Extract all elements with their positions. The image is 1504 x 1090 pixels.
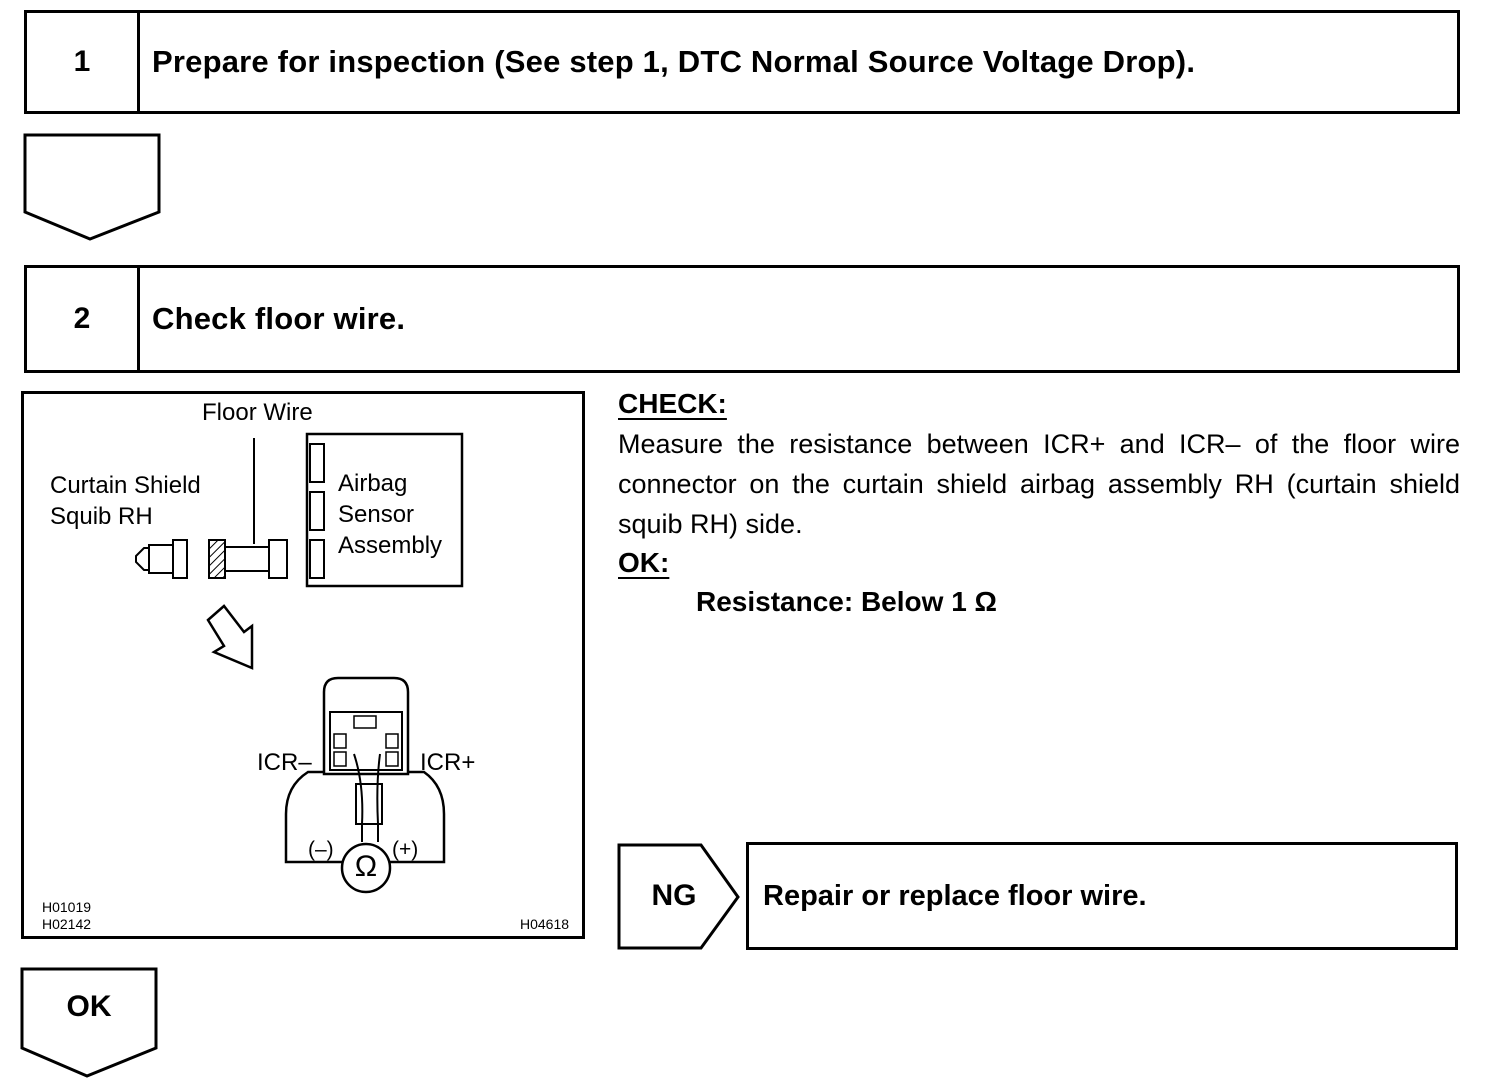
- airbag-sensor-label-line2: Sensor: [338, 501, 415, 528]
- ng-label: NG: [651, 879, 697, 912]
- step-1-box: 1 Prepare for inspection (See step 1, DT…: [24, 10, 1460, 114]
- figure-code-3: H04618: [520, 916, 570, 932]
- figure-code-2: H02142: [42, 916, 92, 932]
- ng-action-text: Repair or replace floor wire.: [763, 879, 1147, 912]
- airbag-sensor-label-line3: Assembly: [338, 532, 443, 559]
- ohmmeter-icon: Ω: [354, 850, 378, 883]
- wiring-diagram: [135, 432, 464, 894]
- ng-arrow: [617, 843, 740, 950]
- flow-down-arrow: [23, 133, 161, 241]
- probe-minus-label: (–): [308, 838, 334, 861]
- icr-plus-label: ICR+: [420, 749, 476, 776]
- curtain-shield-label-line2: Squib RH: [50, 503, 153, 530]
- curtain-shield-label-line1: Curtain Shield: [50, 472, 201, 499]
- check-heading: CHECK:: [618, 388, 727, 419]
- curtain-shield-label: Curtain Shield Squib RH: [50, 470, 201, 532]
- check-instruction: Measure the resistance between ICR+ and …: [618, 429, 1460, 539]
- step-1-number: 1: [27, 13, 140, 111]
- ok-specification: Resistance: Below 1 Ω: [696, 586, 997, 617]
- icr-minus-label: ICR–: [257, 749, 312, 776]
- check-section: CHECK: Measure the resistance between IC…: [618, 384, 1460, 622]
- ng-action-box: Repair or replace floor wire.: [746, 842, 1458, 950]
- step-1-title: Prepare for inspection (See step 1, DTC …: [152, 44, 1196, 79]
- airbag-sensor-label-line1: Airbag: [338, 470, 408, 497]
- ok-flow-label: OK: [66, 990, 112, 1023]
- ok-flow-arrow: [20, 967, 158, 1078]
- figure-code-list: H01019 H02142: [42, 899, 91, 933]
- airbag-sensor-label: Airbag Sensor Assembly: [338, 468, 442, 561]
- step-2-box: 2 Check floor wire.: [24, 265, 1460, 373]
- probe-plus-label: (+): [392, 838, 419, 861]
- ok-heading: OK:: [618, 547, 670, 578]
- step-2-number: 2: [27, 268, 140, 370]
- step-2-title: Check floor wire.: [152, 301, 406, 336]
- inspection-figure: Floor Wire Curtain Shield Squib RH Airba…: [21, 391, 585, 939]
- floor-wire-label: Floor Wire: [202, 399, 313, 426]
- figure-code-1: H01019: [42, 899, 92, 915]
